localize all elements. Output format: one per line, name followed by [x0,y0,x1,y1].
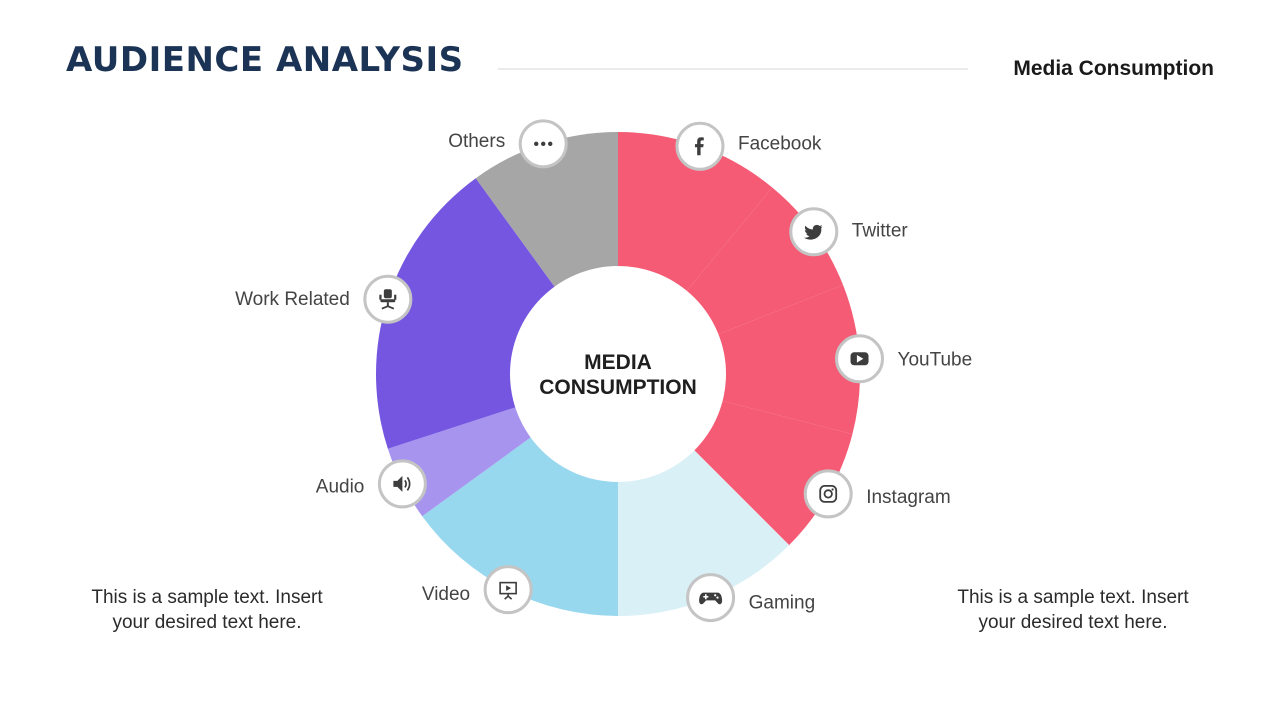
page-title: AUDIENCE ANALYSIS [66,40,464,80]
note-left: This is a sample text. Insert your desir… [91,587,323,633]
label-audio: Audio [316,477,365,498]
label-youtube: YouTube [898,350,973,371]
office-chair-icon [363,274,413,324]
label-others: Others [448,131,505,152]
presentation-icon [483,565,533,615]
more-icon [518,119,568,169]
slice-youtube [618,284,861,435]
note-right: This is a sample text. Insert your desir… [957,587,1189,633]
youtube-icon [835,334,885,384]
label-instagram: Instagram [866,487,950,508]
label-twitter: Twitter [852,220,909,241]
center-label-line-1: MEDIA [584,351,652,374]
gamepad-icon [686,573,736,623]
title-divider [498,68,968,70]
label-video: Video [422,584,470,605]
instagram-icon [803,469,853,519]
twitter-icon [789,207,839,257]
facebook-icon [675,121,725,171]
center-label-line-2: CONSUMPTION [539,376,697,399]
speaker-icon [377,459,427,509]
donut-hole [510,266,726,482]
label-facebook: Facebook [738,134,822,155]
label-gaming: Gaming [749,592,816,613]
label-work-related: Work Related [235,289,350,310]
section-subtitle: Media Consumption [1013,57,1214,80]
